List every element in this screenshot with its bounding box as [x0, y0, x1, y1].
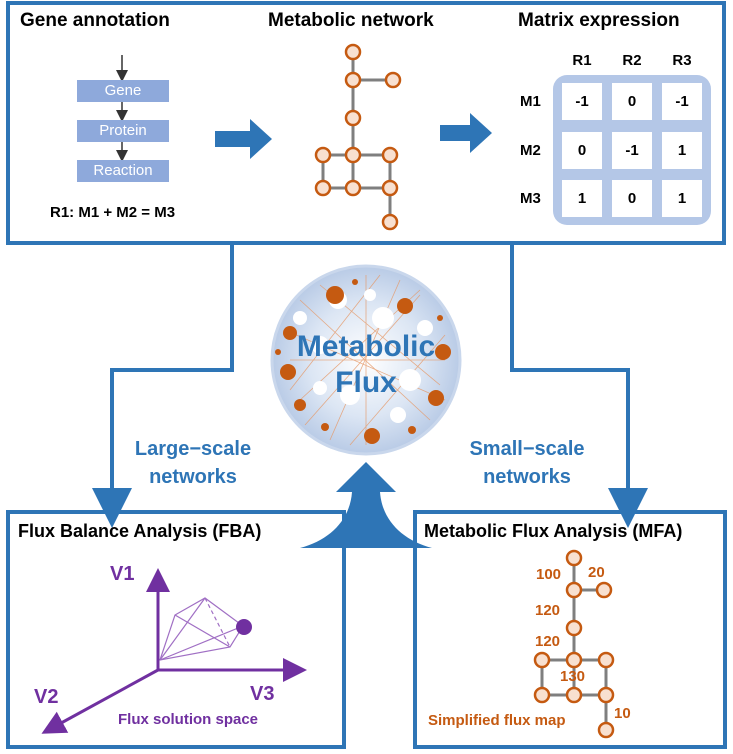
reaction-step-label: Reaction: [93, 162, 153, 179]
mfa-title: Metabolic Flux Analysis (MFA): [424, 521, 683, 541]
mfa-flux-value: 100: [536, 566, 562, 583]
mfa-flux-value: 20: [588, 564, 605, 581]
small-scale-label-line1: Small−scale: [469, 438, 585, 460]
matrix-cell: 0: [627, 190, 637, 207]
matrix-row-header: M3: [520, 190, 541, 207]
metabolic-flux-label-line1: Metabolic: [296, 330, 436, 363]
metabolic-network-nodes: [314, 43, 402, 231]
fba-axes: [41, 568, 307, 734]
fba-title: Flux Balance Analysis (FBA): [18, 521, 262, 541]
mfa-flux-value: 130: [560, 668, 586, 685]
arrow-gene-to-network: [215, 119, 272, 159]
metabolic-flux-label-line2: Flux: [335, 366, 397, 399]
fba-axis-v2: V2: [34, 686, 59, 708]
matrix-row-header: M2: [520, 142, 541, 159]
fba-axis-v3: V3: [250, 683, 275, 705]
metabolic-network-title: Metabolic network: [268, 10, 434, 31]
big-up-arrow: [300, 462, 432, 548]
reaction-box: [77, 160, 169, 182]
matrix-expression-title: Matrix expression: [518, 10, 680, 31]
matrix-cell: -1: [625, 142, 639, 159]
protein-box: [77, 120, 169, 142]
matrix-col-header: R2: [622, 52, 642, 69]
flux-circle-orange-nodes: [275, 279, 451, 444]
fba-optimal-point: [236, 619, 252, 635]
mfa-panel-frame: [413, 510, 727, 749]
matrix-cell: 0: [577, 142, 587, 159]
gene-annotation-flow: [77, 55, 169, 182]
mfa-flux-value: 120: [535, 633, 561, 650]
arrow-network-to-matrix: [440, 113, 492, 153]
matrix-cell: 1: [577, 190, 587, 207]
matrix-col-header: R3: [672, 52, 692, 69]
matrix-col-header: R1: [572, 52, 592, 69]
matrix-row-header: M1: [520, 93, 541, 110]
large-scale-label-line1: Large−scale: [134, 438, 252, 460]
small-scale-label-line2: networks: [483, 466, 571, 488]
reaction-equation: R1: M1 + M2 = M3: [50, 204, 176, 221]
mfa-caption: Simplified flux map: [428, 712, 566, 729]
gene-annotation-title: Gene annotation: [20, 10, 170, 31]
mfa-flux-value: 10: [614, 705, 631, 722]
protein-step-label: Protein: [99, 122, 147, 139]
matrix-cell: -1: [675, 93, 689, 110]
connector-right: [510, 243, 648, 528]
large-scale-label-line2: networks: [149, 466, 237, 488]
mfa-graph-nodes: [533, 549, 615, 739]
gene-step-label: Gene: [104, 82, 142, 99]
fba-caption: Flux solution space: [118, 711, 259, 728]
matrix-cells-bg: [562, 83, 702, 217]
top-panel-frame: [6, 1, 726, 245]
fba-polytope: [159, 597, 244, 661]
mfa-flux-value: 120: [535, 602, 561, 619]
gene-box: [77, 80, 169, 102]
connector-left: [92, 243, 234, 528]
matrix-cell: 1: [677, 142, 687, 159]
fba-panel-frame: [6, 510, 346, 749]
matrix-cell: 1: [677, 190, 687, 207]
fba-axis-v1: V1: [110, 563, 135, 585]
matrix-cell: 0: [627, 93, 637, 110]
matrix-cell: -1: [575, 93, 589, 110]
